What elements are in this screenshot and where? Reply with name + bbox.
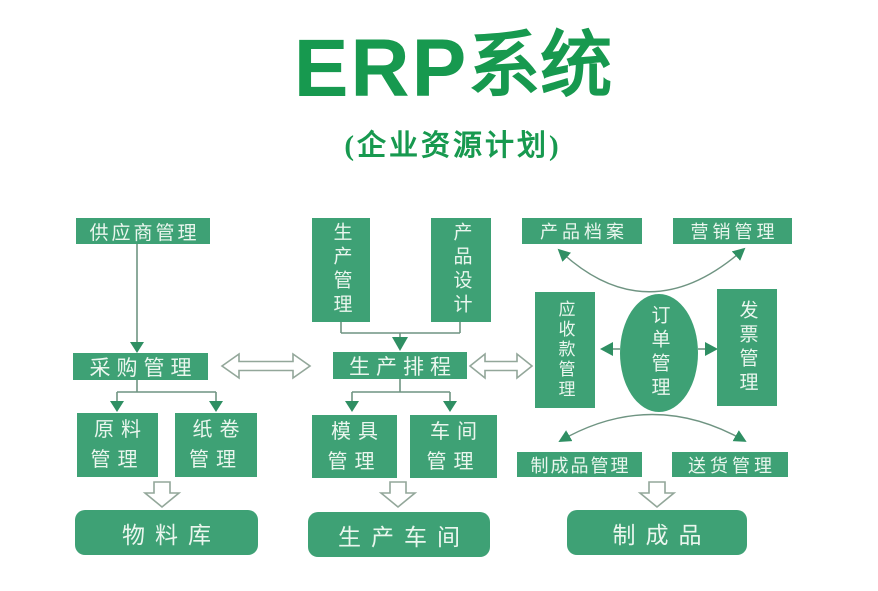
line-scheduling-split <box>351 379 451 402</box>
line-merge-to-scheduling <box>340 322 461 338</box>
node-receivables-management: 应收款管理 <box>535 292 595 408</box>
node-production-management: 生产管理 <box>312 218 370 322</box>
arc-order-to-finishedgoods-and-delivery <box>558 413 747 442</box>
node-product-archives: 产品档案 <box>522 218 642 244</box>
node-paper-roll-management: 纸卷 管理 <box>175 413 257 477</box>
title-cjk: 系统 <box>468 26 613 106</box>
block-arrow-into-finished-goods <box>637 481 677 509</box>
page-title: ERP系统 <box>14 28 878 110</box>
node-raw-material-management: 原料 管理 <box>77 413 158 477</box>
arrowhead-into-paper-roll <box>209 401 223 412</box>
double-arrow-scheduling-receivables <box>468 352 534 380</box>
node-finished-goods-management: 制成品管理 <box>517 452 642 477</box>
node-workshop-management: 车间 管理 <box>410 415 497 478</box>
node-finished-goods: 制成品 <box>567 510 747 555</box>
title-latin: ERP <box>293 23 469 114</box>
node-delivery-management: 送货管理 <box>672 452 788 477</box>
node-production-scheduling: 生产排程 <box>333 352 467 379</box>
arrowhead-into-scheduling <box>392 337 408 351</box>
node-supplier-management: 供应商管理 <box>76 218 210 244</box>
arrowhead-into-receivables <box>600 342 613 356</box>
node-purchasing-management: 采购管理 <box>73 353 208 380</box>
block-arrow-into-material-warehouse <box>142 481 182 509</box>
arrowhead-into-invoice <box>705 342 718 356</box>
node-invoice-management: 发票管理 <box>717 289 777 406</box>
arrowhead-into-raw-material <box>110 401 124 412</box>
arc-order-to-archives-and-marketing <box>557 247 746 293</box>
node-order-management: 订单管理 <box>620 294 698 412</box>
double-arrow-purchasing-scheduling <box>220 352 312 380</box>
node-product-design: 产品设计 <box>431 218 491 322</box>
node-production-workshop: 生产车间 <box>308 512 490 557</box>
arrowhead-into-purchasing <box>130 342 144 353</box>
arrowhead-into-mold <box>345 401 359 412</box>
arrowhead-into-workshop <box>443 401 457 412</box>
page-subtitle: (企业资源计划) <box>344 130 562 162</box>
block-arrow-into-production-workshop <box>378 481 418 509</box>
node-mold-management: 模具 管理 <box>312 415 397 478</box>
line-purchasing-split <box>116 379 217 402</box>
node-marketing-management: 营销管理 <box>673 218 792 244</box>
node-material-warehouse: 物料库 <box>75 510 258 555</box>
